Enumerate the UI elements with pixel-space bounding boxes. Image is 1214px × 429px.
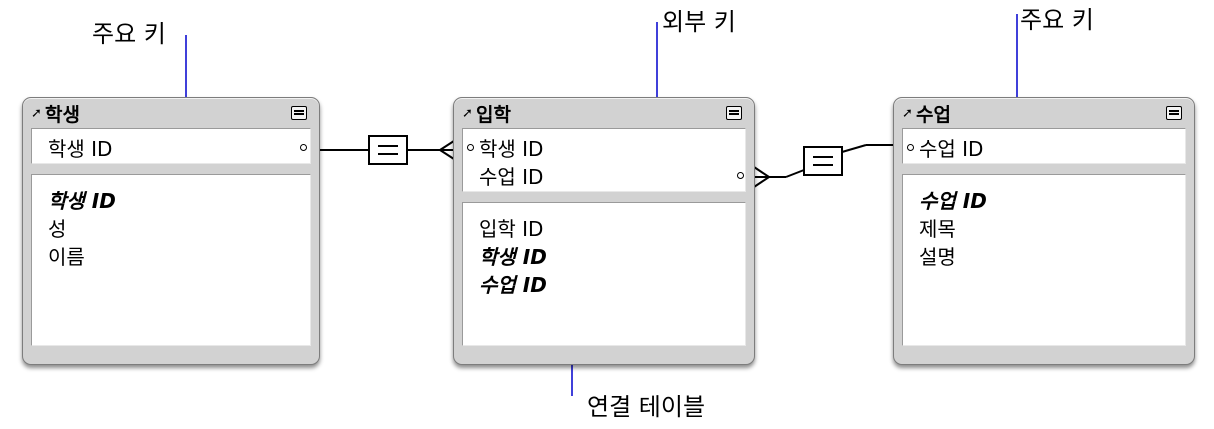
field-label: 수업 ID [919, 136, 984, 161]
section-separator [462, 192, 746, 202]
field-label: 학생 ID [48, 136, 113, 161]
field-row[interactable]: 학생 ID [479, 244, 547, 269]
key-field-section: 수업 ID [902, 128, 1186, 164]
key-field-row[interactable]: 수업 ID [903, 133, 1185, 161]
table-title: ➚ 학생 [31, 100, 80, 127]
table-title: ➚ 입학 [462, 100, 511, 127]
arrow-up-right-icon[interactable]: ➚ [902, 105, 913, 121]
key-field-row[interactable]: 학생 ID [463, 133, 745, 161]
field-list-section: 입학 ID 학생 ID 수업 ID [462, 202, 746, 346]
callout-join-table: 연결 테이블 [587, 393, 706, 421]
arrow-up-right-icon[interactable]: ➚ [31, 105, 42, 121]
callout-primary-key-right: 주요 키 [1020, 6, 1094, 34]
key-field-section: 학생 ID 수업 ID [462, 128, 746, 192]
table-header[interactable]: ➚ 입학 [462, 98, 746, 128]
field-label: 학생 ID [479, 136, 544, 161]
field-row[interactable]: 수업 ID [479, 272, 547, 297]
equals-operator-icon [803, 146, 843, 176]
key-field-dot-icon [467, 144, 474, 151]
field-row[interactable]: 설명 [919, 244, 956, 269]
field-row[interactable]: 이름 [48, 244, 85, 269]
table-class[interactable]: ➚ 수업 수업 ID 수업 ID 제목 설명 [893, 97, 1195, 365]
section-separator [31, 164, 311, 174]
field-row[interactable]: 수업 ID [919, 188, 987, 213]
key-field-dot-icon [300, 144, 307, 151]
table-header[interactable]: ➚ 수업 [902, 98, 1186, 128]
field-label: 수업 ID [479, 164, 544, 189]
key-field-dot-icon [737, 172, 744, 179]
callout-primary-key-left: 주요 키 [92, 20, 166, 48]
collapse-toggle-icon[interactable] [1166, 106, 1182, 120]
table-title-label: 학생 [45, 103, 80, 126]
crows-foot-many-icon [753, 166, 770, 188]
field-row[interactable]: 입학 ID [479, 216, 544, 241]
field-row[interactable]: 성 [48, 216, 67, 241]
key-field-row[interactable]: 학생 ID [32, 133, 310, 161]
table-student[interactable]: ➚ 학생 학생 ID 학생 ID 성 이름 [22, 97, 320, 365]
table-enrollment[interactable]: ➚ 입학 학생 ID 수업 ID 입학 ID 학생 ID 수업 ID [453, 97, 755, 365]
table-header[interactable]: ➚ 학생 [31, 98, 311, 128]
table-title-label: 수업 [916, 103, 951, 126]
field-row[interactable]: 학생 ID [48, 188, 116, 213]
callout-foreign-key: 외부 키 [662, 8, 736, 36]
collapse-toggle-icon[interactable] [291, 106, 307, 120]
table-title-label: 입학 [476, 103, 511, 126]
relationship-student-enrollment[interactable] [320, 135, 458, 165]
key-field-dot-icon [907, 144, 914, 151]
field-row[interactable]: 제목 [919, 216, 956, 241]
section-separator [902, 164, 1186, 174]
table-title: ➚ 수업 [902, 100, 951, 127]
arrow-up-right-icon[interactable]: ➚ [462, 105, 473, 121]
key-field-row[interactable]: 수업 ID [463, 161, 745, 189]
field-list-section: 학생 ID 성 이름 [31, 174, 311, 346]
relationship-enrollment-class[interactable] [753, 144, 893, 188]
collapse-toggle-icon[interactable] [726, 106, 742, 120]
equals-operator-icon [368, 135, 408, 165]
key-field-section: 학생 ID [31, 128, 311, 164]
field-list-section: 수업 ID 제목 설명 [902, 174, 1186, 346]
